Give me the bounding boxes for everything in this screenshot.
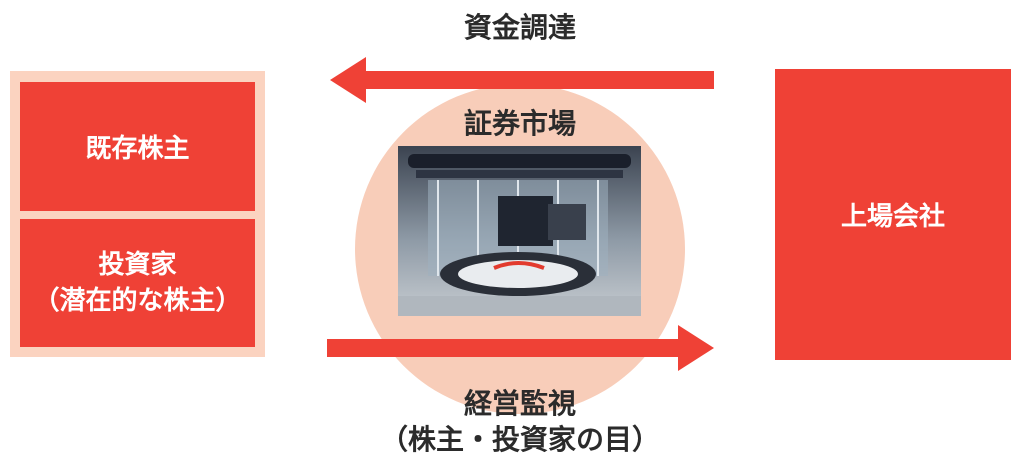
management-oversight-label: 経営監視 [463, 387, 576, 420]
listed-company-box: 上場会社 [775, 69, 1011, 360]
monitoring-arrow-head [678, 325, 714, 371]
funding-arrow [330, 57, 714, 103]
funding-arrow-shaft [364, 71, 714, 89]
stock-exchange-photo [398, 146, 641, 316]
investors-label: 投資家 [98, 249, 177, 280]
funding-label: 資金調達 [463, 11, 576, 44]
market-label: 証券市場 [463, 107, 576, 140]
potential-shareholders-label: （潜在的な株主） [33, 286, 242, 316]
shareholder-eyes-label: （株主・投資家の目） [379, 423, 660, 456]
monitoring-arrow [327, 325, 714, 371]
monitoring-arrow-shaft [327, 339, 680, 357]
stock-exchange-photo-svg [398, 146, 641, 316]
investors-box: 投資家 （潜在的な株主） [20, 219, 255, 347]
existing-shareholders-box: 既存株主 [20, 82, 255, 211]
listed-company-label: 上場会社 [840, 202, 945, 232]
funding-arrow-head [330, 57, 366, 103]
existing-shareholders-label: 既存株主 [85, 134, 190, 164]
